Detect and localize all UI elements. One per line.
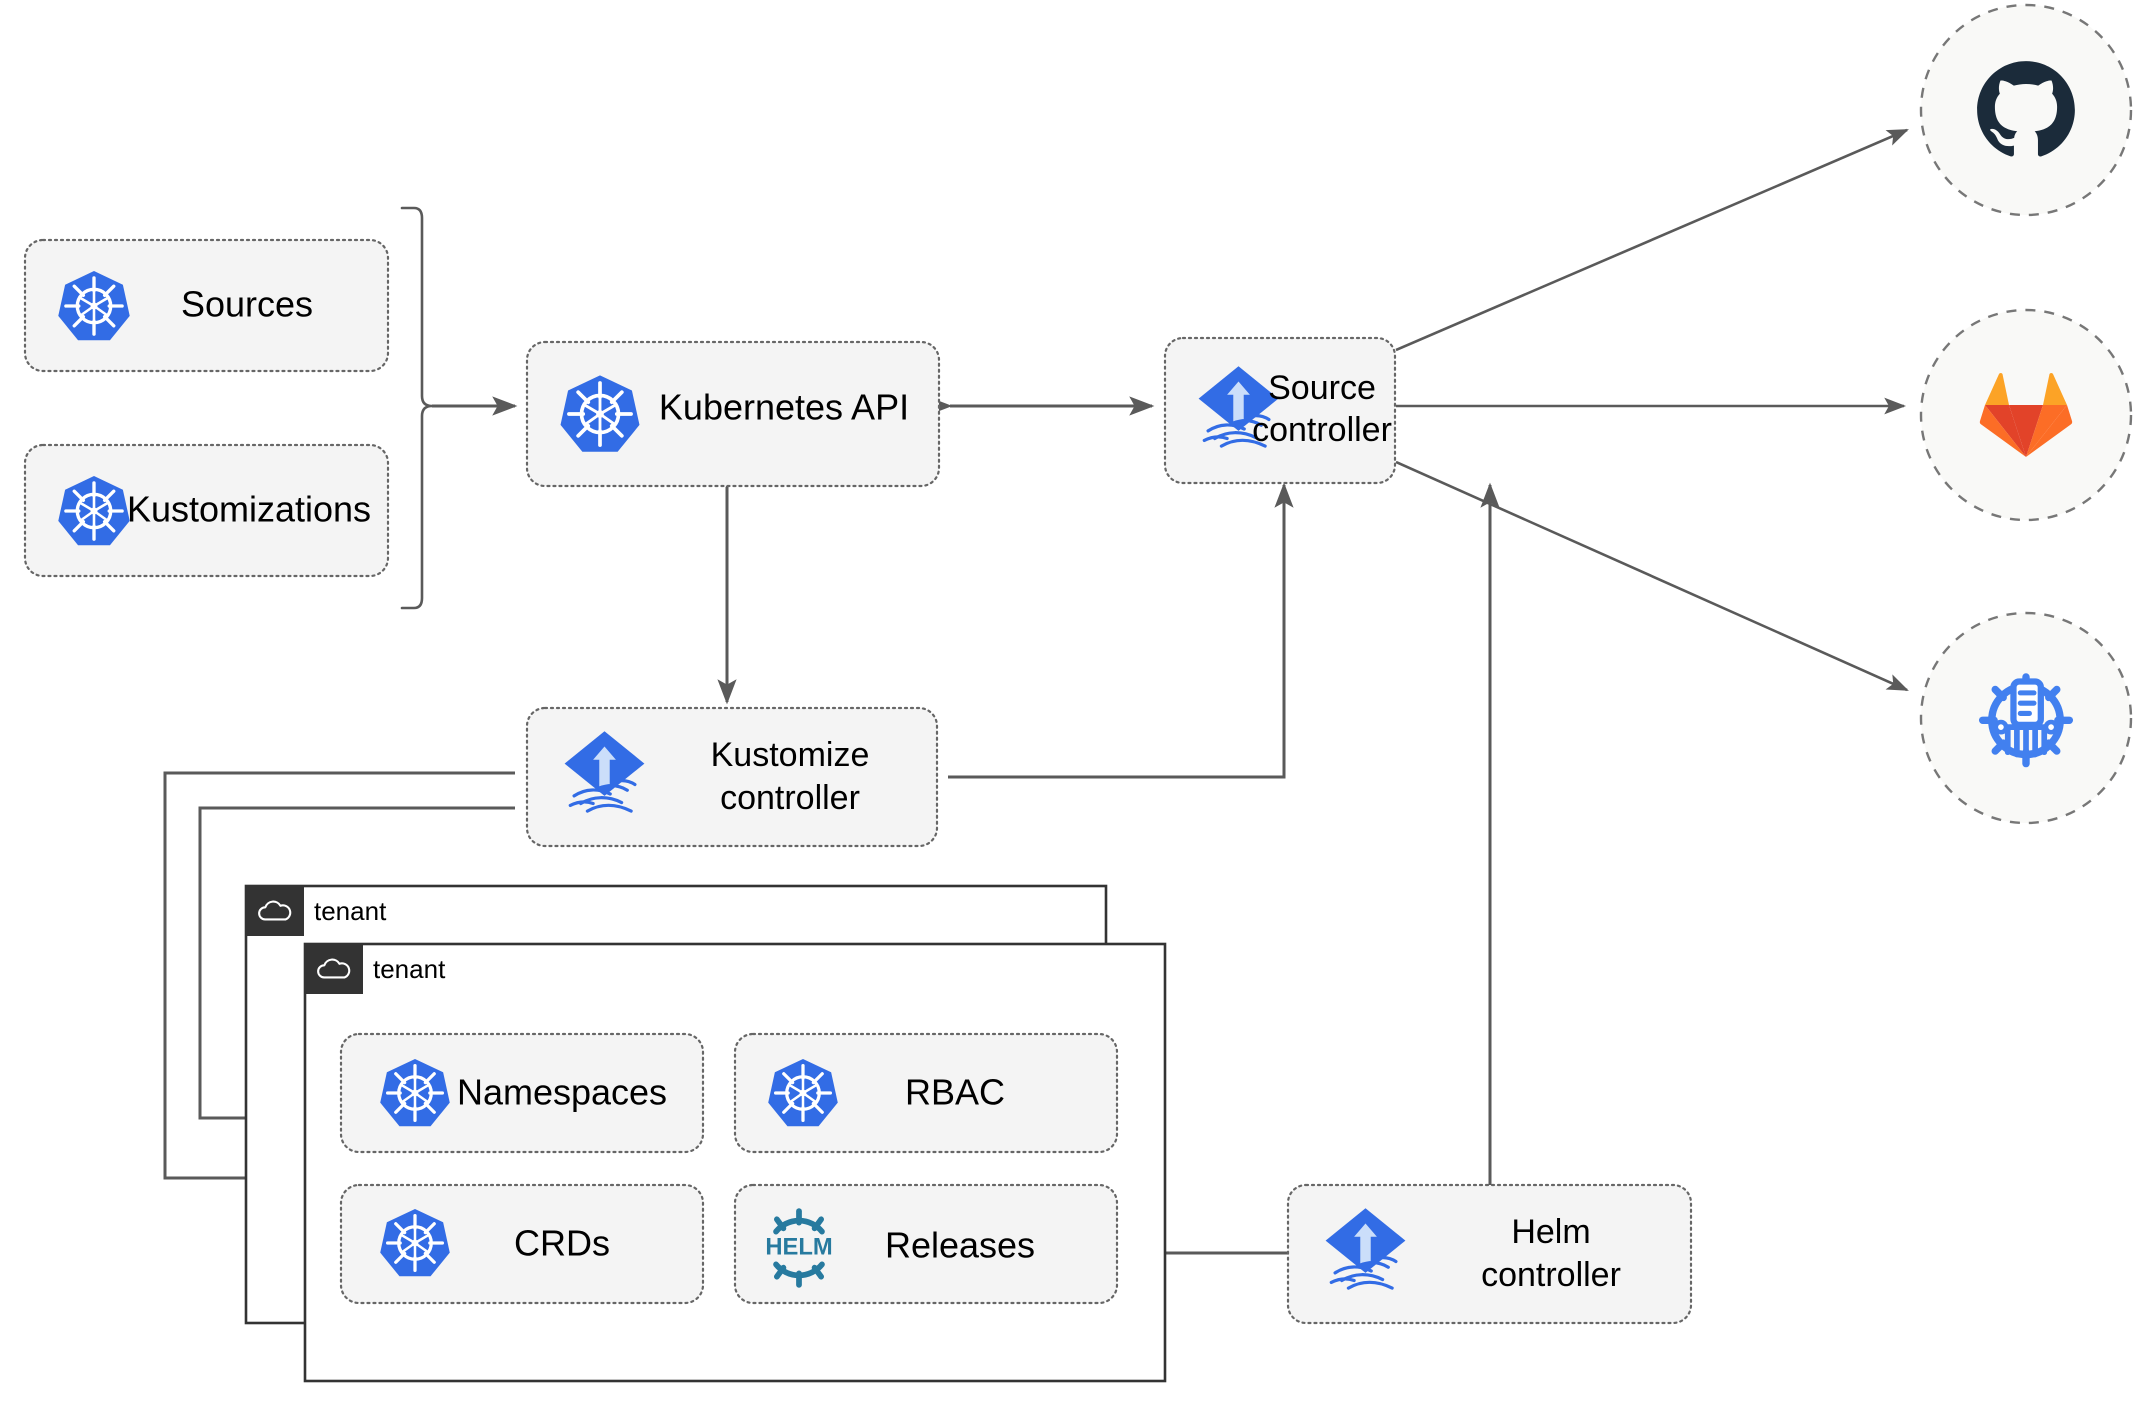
node-kustomize-controller[interactable]: Kustomize controller — [525, 706, 939, 848]
kubernetes-api-card — [525, 340, 941, 488]
tenant-back-label: tenant — [314, 896, 387, 926]
rbac-card — [733, 1032, 1119, 1154]
helm-controller-label-2: controller — [1481, 1256, 1621, 1294]
node-helm-controller[interactable]: Helm controller — [1286, 1183, 1693, 1325]
helm-controller-card — [1286, 1183, 1693, 1325]
node-github[interactable] — [1919, 3, 2133, 217]
crds-label: CRDs — [514, 1223, 610, 1264]
github-circle — [1919, 3, 2133, 217]
node-kustomizations[interactable]: Kustomizations — [23, 443, 390, 578]
kustomizations-card — [23, 443, 390, 578]
helm-icon — [765, 1211, 832, 1285]
node-bucket[interactable] — [1919, 611, 2133, 825]
node-crds[interactable]: CRDs — [339, 1183, 705, 1305]
node-gitlab[interactable] — [1919, 308, 2133, 522]
source-controller-label-2: controller — [1252, 411, 1392, 449]
helm-controller-label-1: Helm — [1511, 1213, 1590, 1251]
sources-label: Sources — [181, 284, 313, 325]
releases-card — [733, 1183, 1119, 1305]
node-namespaces[interactable]: Namespaces — [339, 1032, 705, 1154]
kustomize-controller-label-1: Kustomize — [711, 736, 870, 774]
rbac-label: RBAC — [905, 1072, 1005, 1113]
node-kubernetes-api[interactable]: Kubernetes API — [525, 340, 941, 488]
edge-source-to-bucket — [1395, 460, 1909, 692]
namespaces-label: Namespaces — [457, 1072, 667, 1113]
kustomizations-label: Kustomizations — [127, 489, 371, 530]
node-releases[interactable]: Releases — [733, 1183, 1119, 1305]
releases-label: Releases — [885, 1225, 1035, 1266]
kustomize-controller-label-2: controller — [720, 779, 860, 817]
edge-kustomize-to-source-controller — [948, 482, 1294, 779]
edge-kustomize-to-tenant-back — [163, 771, 515, 1188]
tenant-window-front[interactable]: tenant — [303, 942, 1167, 1383]
source-controller-label-1: Source — [1268, 369, 1376, 407]
edge-group-bracket — [400, 206, 434, 610]
node-sources[interactable]: Sources — [23, 238, 390, 373]
sources-card — [23, 238, 390, 373]
node-rbac[interactable]: RBAC — [733, 1032, 1119, 1154]
kubernetes-api-label: Kubernetes API — [659, 387, 909, 428]
tenant-back-tab — [246, 886, 304, 936]
edge-source-to-github — [1395, 128, 1909, 352]
tenant-front-tab — [305, 944, 363, 994]
bucket-icon — [1983, 677, 2070, 764]
tenant-front-body — [303, 942, 1167, 1383]
node-source-controller[interactable]: Source controller — [1163, 336, 1397, 485]
tenant-front-label: tenant — [373, 954, 446, 984]
